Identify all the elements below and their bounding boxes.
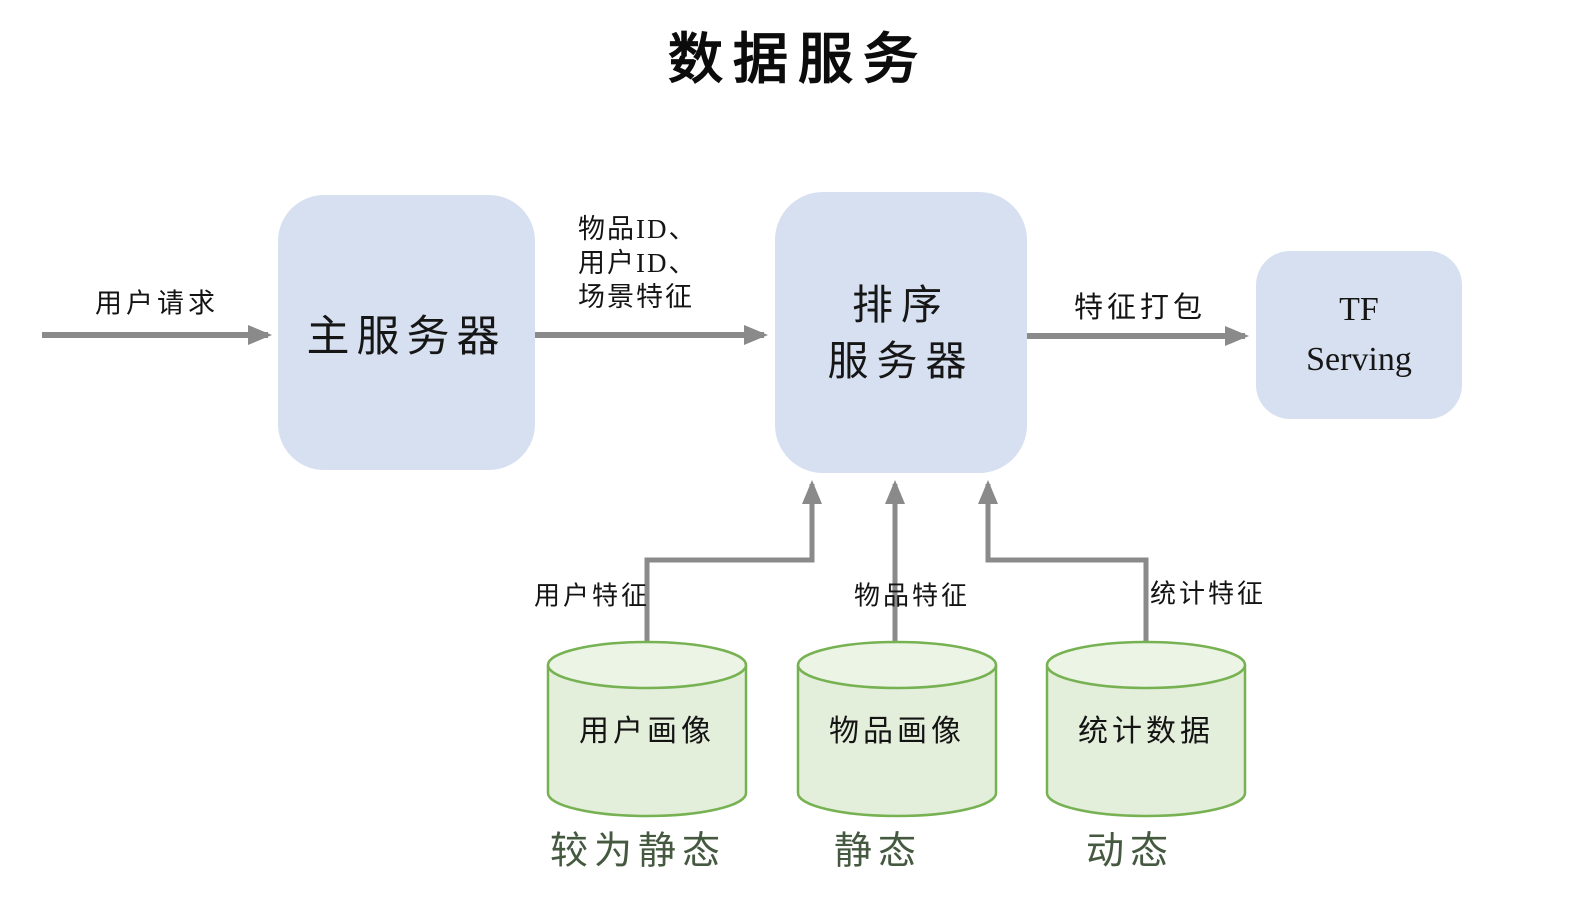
cylinder-body	[796, 665, 998, 818]
database-cylinder-user-profile	[546, 640, 748, 818]
database-label-stat-data: 统计数据	[1078, 715, 1214, 748]
state-label-item-profile: 静态	[833, 830, 923, 873]
edge-label-ids-features-line1: 物品ID、	[578, 214, 698, 244]
edge-label-feature-pack: 特征打包	[1073, 292, 1207, 324]
edge-label-user-features: 用户特征	[533, 581, 651, 611]
edge-label-ids-features-line3: 场景特征	[578, 282, 694, 312]
ranking-server-label-line2: 服务器	[827, 337, 975, 384]
ranking-server-label-line1: 排序	[852, 281, 950, 328]
edge-label-stat-features: 统计特征	[1149, 579, 1267, 609]
connector-stat-features	[978, 480, 1149, 660]
cylinder-body	[546, 665, 748, 818]
database-cylinder-stat-data	[1045, 640, 1247, 818]
connector-user-features	[644, 480, 822, 660]
node-main-server: 主服务器	[278, 195, 535, 470]
tf-serving-label-line2: Serving	[1306, 341, 1412, 378]
tf-serving-label-line1: TF	[1339, 291, 1379, 328]
database-label-user-profile: 用户画像	[579, 715, 715, 748]
node-ranking-server: 排序 服务器	[775, 192, 1027, 473]
edge-label-ids-features: 物品ID、 用户ID、 场景特征	[578, 212, 698, 314]
cylinder-top	[546, 640, 748, 690]
edge-label-user-request: 用户请求	[95, 288, 219, 319]
diagram-title: 数据服务	[667, 29, 929, 90]
state-label-user-profile: 较为静态	[549, 830, 727, 873]
state-label-stat-data: 动态	[1085, 830, 1175, 873]
main-server-label: 主服务器	[306, 313, 507, 361]
node-tf-serving: TF Serving	[1256, 251, 1462, 419]
cylinder-body	[1045, 665, 1247, 818]
edge-label-item-features: 物品特征	[853, 581, 971, 611]
edge-label-ids-features-line2: 用户ID、	[578, 248, 698, 278]
database-cylinder-item-profile	[796, 640, 998, 818]
cylinder-top	[796, 640, 998, 690]
database-label-item-profile: 物品画像	[829, 715, 965, 748]
cylinder-top	[1045, 640, 1247, 690]
